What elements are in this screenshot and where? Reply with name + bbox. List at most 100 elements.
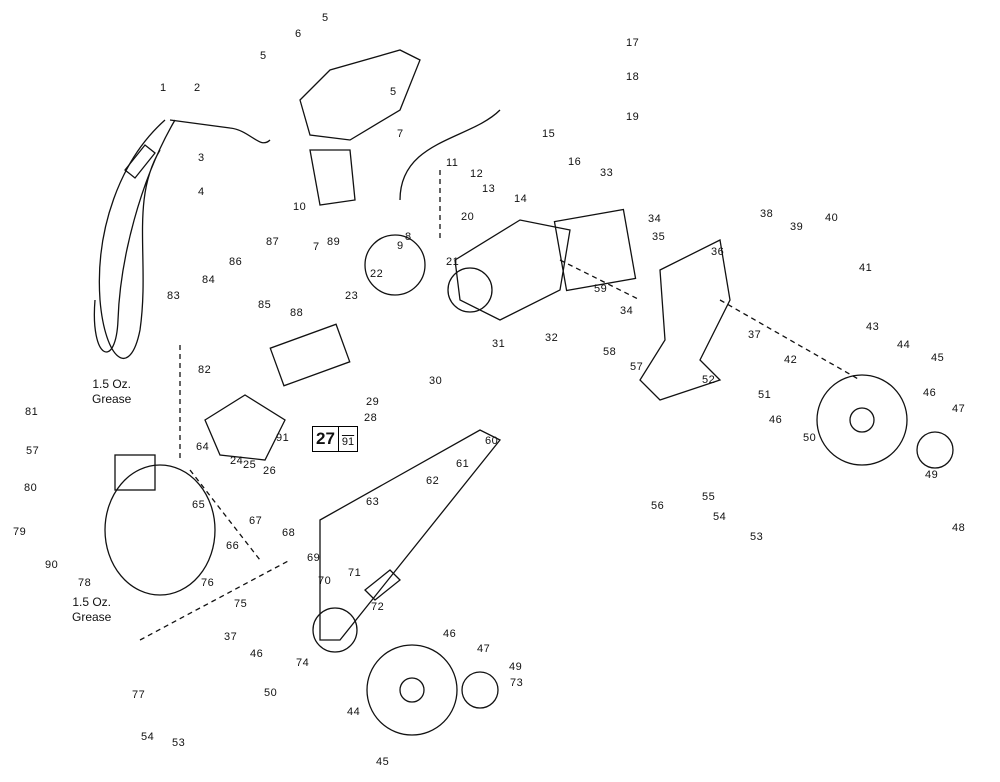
part-label: 59 (594, 283, 608, 295)
part-label: 16 (568, 156, 582, 168)
part-label: 1 (160, 82, 167, 94)
part-label: 33 (600, 167, 614, 179)
part-label: 34 (648, 213, 662, 225)
part-label: 24 (230, 455, 244, 467)
part-label: 46 (923, 387, 937, 399)
part-label: 63 (366, 496, 380, 508)
part-label: 60 (485, 435, 499, 447)
part-label: 40 (825, 212, 839, 224)
part-label: 43 (866, 321, 880, 333)
part-label: 68 (282, 527, 296, 539)
part-label: 91 (276, 432, 290, 444)
part-label: 79 (13, 526, 27, 538)
sprocket (312, 607, 358, 653)
motor-cap (114, 454, 156, 491)
part-label: 77 (132, 689, 146, 701)
part-label: 29 (366, 396, 380, 408)
part-label: 44 (897, 339, 911, 351)
part-label: 71 (348, 567, 362, 579)
frame (639, 239, 731, 401)
power-cord (93, 119, 176, 359)
part-label: 25 (243, 459, 257, 471)
part-label: 35 (652, 231, 666, 243)
cord-plug (124, 144, 156, 179)
part-label: 45 (376, 756, 390, 768)
part-label: 85 (258, 299, 272, 311)
part-label: 52 (702, 374, 716, 386)
part-label: 46 (769, 414, 783, 426)
part-label: 36 (711, 246, 725, 258)
part-label: 61 (456, 458, 470, 470)
part-label: 3 (198, 152, 205, 164)
part-label: 49 (925, 469, 939, 481)
part-label: 74 (296, 657, 310, 669)
part-label: 26 (263, 465, 277, 477)
part-label: 21 (446, 256, 460, 268)
part-label: 19 (626, 111, 640, 123)
part-label: 51 (758, 389, 772, 401)
part-label: 66 (226, 540, 240, 552)
part-label: 4 (198, 186, 205, 198)
rear-pulley-hub (399, 677, 425, 703)
assembly-number: 27 (313, 427, 339, 451)
front-pulley-hub (849, 407, 875, 433)
part-label: 5 (260, 50, 267, 62)
part-label: 23 (345, 290, 359, 302)
assembly-subnumber: 91 (341, 436, 355, 448)
part-label: 20 (461, 211, 475, 223)
part-label: 54 (141, 731, 155, 743)
assembly-reference-box: 27 91 (312, 426, 359, 452)
grease-note: 1.5 Oz. Grease (72, 595, 111, 625)
field-coil (364, 234, 426, 296)
part-label: 10 (293, 201, 307, 213)
part-label: 34 (620, 305, 634, 317)
part-label: 64 (196, 441, 210, 453)
part-label: 9 (397, 240, 404, 252)
rear-pulley-cover (461, 671, 499, 709)
leader-lines (139, 170, 861, 641)
part-label: 47 (952, 403, 966, 415)
grease-amount: 1.5 Oz. (92, 377, 132, 391)
part-label: 22 (370, 268, 384, 280)
part-label: 84 (202, 274, 216, 286)
motor-housing (454, 219, 571, 321)
part-label: 7 (313, 241, 320, 253)
part-label: 6 (295, 28, 302, 40)
part-label: 81 (25, 406, 39, 418)
part-label: 76 (201, 577, 215, 589)
part-label: 37 (748, 329, 762, 341)
part-label: 5 (322, 12, 329, 24)
front-pulley (816, 374, 908, 466)
gear-case (104, 464, 216, 596)
grease-label: Grease (92, 392, 132, 406)
part-label: 75 (234, 598, 248, 610)
part-label: 17 (626, 37, 640, 49)
drive-belt (319, 429, 502, 641)
part-label: 30 (429, 375, 443, 387)
part-label: 31 (492, 338, 506, 350)
part-label: 90 (45, 559, 59, 571)
part-label: 56 (651, 500, 665, 512)
part-label: 53 (750, 531, 764, 543)
part-label: 42 (784, 354, 798, 366)
part-label: 38 (760, 208, 774, 220)
part-label: 39 (790, 221, 804, 233)
gear-plate (553, 208, 637, 292)
wiring (399, 109, 501, 201)
part-label: 49 (509, 661, 523, 673)
part-label: 89 (327, 236, 341, 248)
part-label: 12 (470, 168, 484, 180)
part-label: 37 (224, 631, 238, 643)
part-label: 86 (229, 256, 243, 268)
part-label: 2 (194, 82, 201, 94)
part-label: 54 (713, 511, 727, 523)
part-label: 8 (405, 231, 412, 243)
part-label: 28 (364, 412, 378, 424)
part-label: 73 (510, 677, 524, 689)
part-label: 55 (702, 491, 716, 503)
part-label: 14 (514, 193, 528, 205)
part-label: 41 (859, 262, 873, 274)
part-label: 44 (347, 706, 361, 718)
handle (299, 49, 421, 141)
